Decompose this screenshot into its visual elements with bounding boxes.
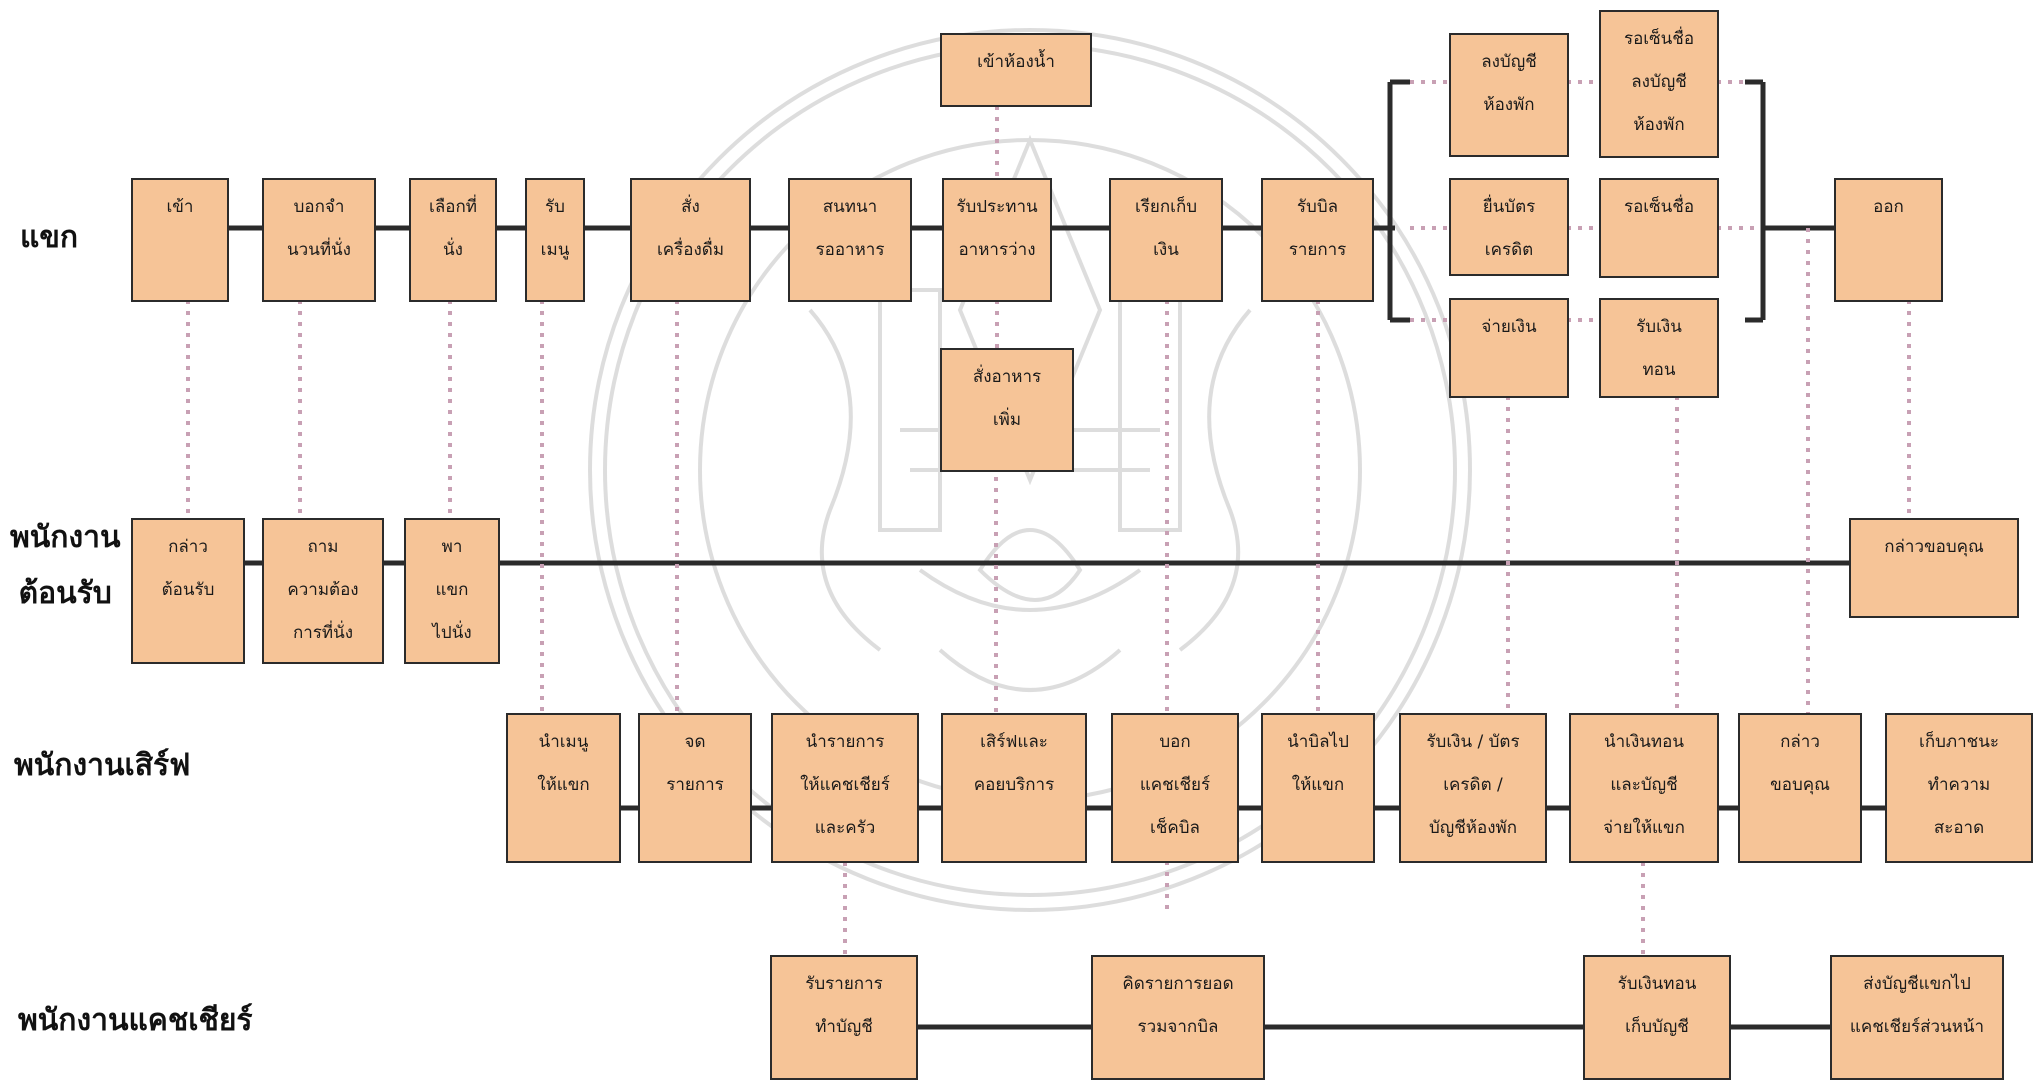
step-forward: ส่งบัญชีแขกไป แคชเชียร์ส่วนหน้า — [1830, 955, 2004, 1080]
step-tell-count: บอกจำ นวนที่นั่ง — [262, 178, 376, 302]
step-sign-room: รอเซ็นชื่อ ลงบัญชี ห้องพัก — [1599, 10, 1719, 158]
step-call-bill: เรียกเก็บ เงิน — [1109, 178, 1223, 302]
step-wait-sign: รอเซ็นชื่อ — [1599, 178, 1719, 278]
step-say-thanks: กล่าว ขอบคุณ — [1738, 713, 1862, 863]
step-clear-table: เก็บภาชนะ ทำความ สะอาด — [1885, 713, 2033, 863]
step-restroom: เข้าห้องน้ำ — [940, 33, 1092, 107]
step-enter: เข้า — [131, 178, 229, 302]
step-bring-bill: นำบิลไป ให้แขก — [1261, 713, 1375, 863]
step-serve: เสิร์ฟและ คอยบริการ — [941, 713, 1087, 863]
step-change: รับเงินทอน เก็บบัญชี — [1583, 955, 1731, 1080]
step-room-charge: ลงบัญชี ห้องพัก — [1449, 33, 1569, 157]
step-greet: กล่าว ต้อนรับ — [131, 518, 245, 664]
step-eat-appetizer: รับประทาน อาหารว่าง — [942, 178, 1052, 302]
step-bring-menu: นำเมนู ให้แขก — [506, 713, 621, 863]
step-return-change: นำเงินทอน และบัญชี จ่ายให้แขก — [1569, 713, 1719, 863]
step-credit-card: ยื่นบัตร เครดิต — [1449, 178, 1569, 276]
step-receive-payment: รับเงิน / บัตร เครดิต / บัญชีห้องพัก — [1399, 713, 1547, 863]
step-receive-menu: รับ เมนู — [525, 178, 585, 302]
step-lead-seat: พา แขก ไปนั่ง — [404, 518, 500, 664]
step-exit: ออก — [1834, 178, 1943, 302]
step-choose-seat: เลือกที่ นั่ง — [409, 178, 497, 302]
step-send-order: นำรายการ ให้แคชเชียร์ และครัว — [771, 713, 919, 863]
lane-label-server: พนักงานเสิร์ฟ — [14, 748, 191, 783]
lane-label-guest: แขก — [20, 220, 79, 255]
step-pay-cash: จ่ายเงิน — [1449, 298, 1569, 398]
lane-label-cashier: พนักงานแคชเชียร์ — [18, 1003, 253, 1038]
lane-label-host: พนักงาน ต้อนรับ — [10, 520, 121, 611]
step-take-order: จด รายการ — [638, 713, 752, 863]
step-chat-wait: สนทนา รออาหาร — [788, 178, 912, 302]
step-receive-bill: รับบิล รายการ — [1261, 178, 1374, 302]
step-thank: กล่าวขอบคุณ — [1849, 518, 2019, 618]
step-order-drinks: สั่ง เครื่องดื่ม — [630, 178, 751, 302]
step-order-more: สั่งอาหาร เพิ่ม — [940, 348, 1074, 472]
step-ask-seat: ถาม ความต้อง การที่นั่ง — [262, 518, 384, 664]
step-get-change: รับเงิน ทอน — [1599, 298, 1719, 398]
step-record: รับรายการ ทำบัญชี — [770, 955, 918, 1080]
step-compute: คิดรายการยอด รวมจากบิล — [1091, 955, 1265, 1080]
step-tell-cashier: บอก แคชเชียร์ เช็คบิล — [1111, 713, 1239, 863]
